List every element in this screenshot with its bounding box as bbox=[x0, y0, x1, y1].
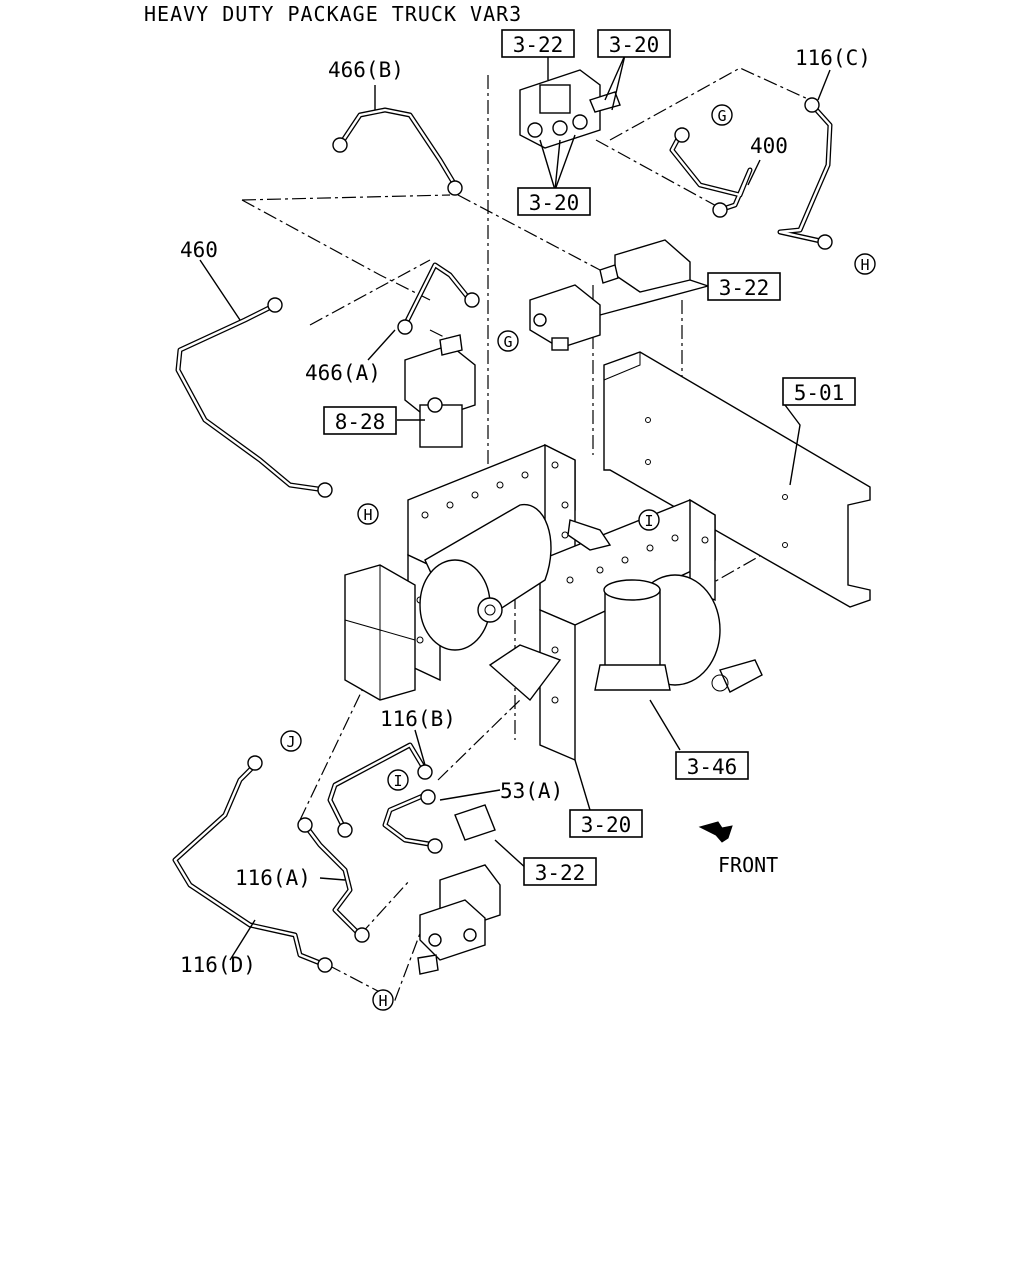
marker-h-left: H bbox=[357, 503, 379, 525]
marker-g-mid: G bbox=[497, 330, 519, 352]
callout-box-3-22-bot bbox=[523, 857, 597, 886]
callout-box-5-01 bbox=[782, 377, 856, 406]
callout-leaders bbox=[199, 54, 831, 961]
svg-text:G: G bbox=[503, 333, 512, 351]
callout-3-46: 3-46 bbox=[687, 755, 738, 779]
callout-box-3-20-top bbox=[597, 29, 671, 58]
callout-466a: 466(A) bbox=[305, 361, 381, 385]
callout-3-20-mid: 3-20 bbox=[529, 191, 580, 215]
connection-markers: G G H H H I I J bbox=[280, 104, 876, 1011]
svg-text:H: H bbox=[363, 506, 372, 524]
marker-h-top-right: H bbox=[854, 253, 876, 275]
callout-3-22-bot: 3-22 bbox=[535, 861, 586, 885]
right-valve-assembly bbox=[529, 239, 691, 351]
callout-3-22-right: 3-22 bbox=[719, 276, 770, 300]
callout-116c: 116(C) bbox=[795, 46, 871, 70]
callout-460: 460 bbox=[180, 238, 218, 262]
callout-5-01: 5-01 bbox=[794, 381, 845, 405]
callout-116a: 116(A) bbox=[235, 866, 311, 890]
svg-text:I: I bbox=[644, 512, 653, 530]
marker-h-bottom: H bbox=[372, 989, 394, 1011]
boxed-callouts: 3-22 3-20 3-20 3-22 5-01 8-28 3-46 3-20 … bbox=[323, 29, 856, 886]
marker-i-bottom: I bbox=[387, 769, 409, 791]
callout-116d: 116(D) bbox=[180, 953, 256, 977]
callout-3-20-bot: 3-20 bbox=[581, 813, 632, 837]
callout-box-3-20-mid bbox=[517, 187, 591, 216]
callout-53a: 53(A) bbox=[500, 779, 563, 803]
callout-400: 400 bbox=[750, 134, 788, 158]
callout-box-3-46 bbox=[675, 751, 749, 780]
marker-g-top: G bbox=[711, 104, 733, 126]
text-callouts: 466(B) 116(C) 400 460 466(A) 116(B) 53(A… bbox=[180, 46, 871, 977]
callout-box-3-22-right bbox=[707, 272, 781, 301]
pipe-nuts bbox=[247, 97, 833, 973]
callout-box-8-28 bbox=[323, 406, 397, 435]
callout-116b: 116(B) bbox=[380, 707, 456, 731]
reference-lines bbox=[241, 67, 811, 1001]
svg-text:H: H bbox=[378, 992, 387, 1010]
front-arrow-icon bbox=[698, 821, 733, 843]
top-valve-assembly bbox=[519, 69, 621, 149]
callout-466b: 466(B) bbox=[328, 58, 404, 82]
callout-8-28: 8-28 bbox=[335, 410, 386, 434]
marker-j: J bbox=[280, 730, 302, 752]
callout-3-22-top: 3-22 bbox=[513, 33, 564, 57]
mounting-bracket bbox=[407, 443, 716, 762]
marker-i-right: I bbox=[638, 509, 660, 531]
svg-text:H: H bbox=[860, 256, 869, 274]
valve-8-28 bbox=[404, 334, 476, 448]
frame-rail bbox=[603, 351, 871, 608]
pipes bbox=[172, 102, 833, 968]
front-label: FRONT bbox=[718, 853, 778, 877]
left-housing bbox=[344, 564, 416, 701]
callout-3-20-top: 3-20 bbox=[609, 33, 660, 57]
svg-text:J: J bbox=[286, 733, 295, 751]
svg-text:G: G bbox=[717, 107, 726, 125]
front-indicator: FRONT bbox=[698, 821, 778, 877]
bottom-valve-assembly bbox=[417, 804, 501, 975]
svg-text:I: I bbox=[393, 772, 402, 790]
callout-box-3-20-bot bbox=[569, 809, 643, 838]
callout-box-3-22-top bbox=[501, 29, 575, 58]
diagram-title: HEAVY DUTY PACKAGE TRUCK VAR3 bbox=[144, 2, 523, 26]
air-tanks bbox=[419, 504, 763, 702]
